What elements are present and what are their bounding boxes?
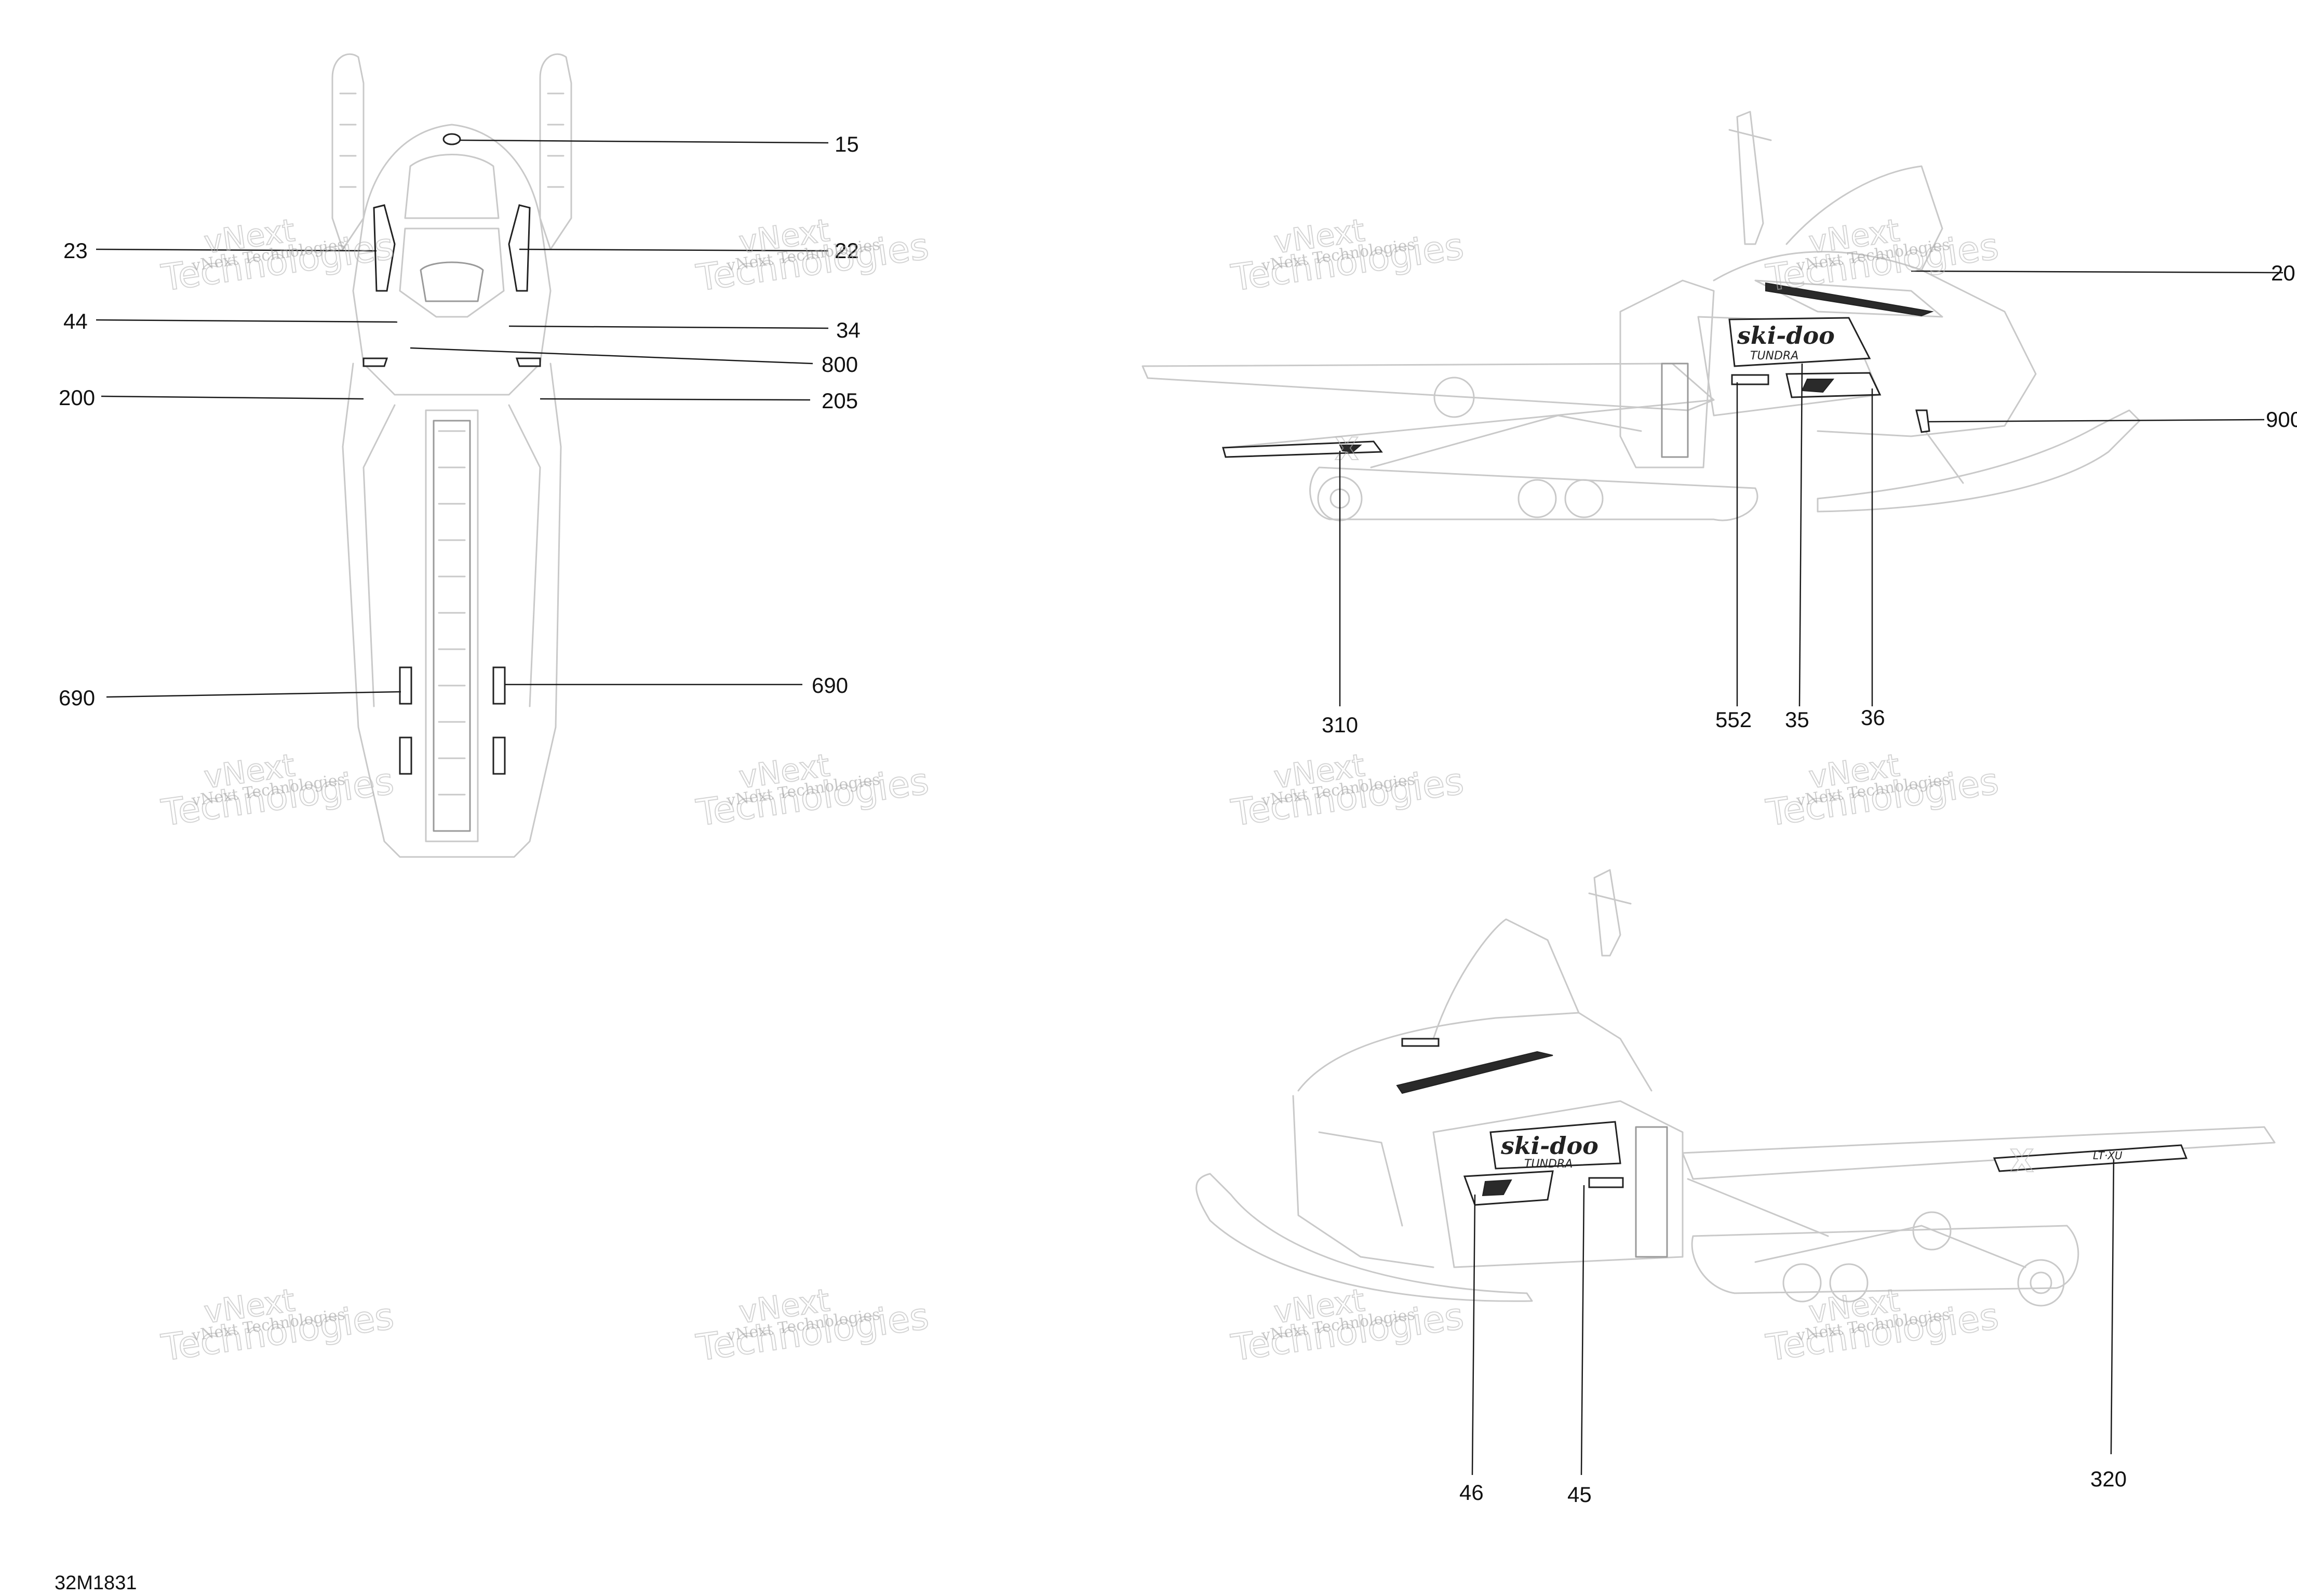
watermark: vNext Technologies vNext Technologies xyxy=(1763,747,2002,835)
callout-552: 552 xyxy=(1715,707,1752,732)
watermark: vNext Technologies vNext Technologies xyxy=(693,212,932,300)
watermark: vNext Technologies vNext Technologies xyxy=(693,747,932,835)
watermark: vNext Technologies vNext Technologies xyxy=(158,747,397,835)
callout-200: 200 xyxy=(59,385,95,410)
callout-320: 320 xyxy=(2090,1467,2127,1491)
callout-44: 44 xyxy=(63,309,88,333)
top-view-snowmobile xyxy=(331,53,572,858)
callout-20: 20 xyxy=(2271,261,2295,285)
watermark: vNext Technologies vNext Technologies xyxy=(158,1282,397,1370)
brand-decal-left: ski-doo xyxy=(1500,1132,1599,1160)
callout-690-left: 690 xyxy=(59,686,95,710)
callout-690-right: 690 xyxy=(812,673,848,698)
diagram-reference-code: 32M1831 xyxy=(55,1572,137,1594)
watermark: vNext Technologies vNext Technologies xyxy=(1763,212,2002,300)
brand-sub-decal-left: TUNDRA xyxy=(1524,1158,1573,1171)
model-badge-left: LT·XU xyxy=(2093,1149,2123,1162)
callout-46: 46 xyxy=(1459,1480,1484,1505)
right-side-view-leaders xyxy=(1339,270,2283,707)
callout-36: 36 xyxy=(1861,705,1885,730)
watermark: vNext Technologies vNext Technologies xyxy=(1228,212,1467,300)
callout-900: 900 xyxy=(2266,407,2297,432)
watermark: vNext Technologies vNext Technologies xyxy=(158,212,397,300)
callout-15: 15 xyxy=(835,132,859,156)
x-logo-left: X xyxy=(2010,1143,2034,1179)
left-side-view-leaders xyxy=(1471,1159,2115,1476)
callout-310: 310 xyxy=(1322,713,1358,737)
right-side-view-snowmobile: X ski-doo TUNDRA xyxy=(1141,111,2141,521)
watermark: vNext Technologies vNext Technologies xyxy=(1763,1282,2002,1370)
callout-800: 800 xyxy=(822,352,858,377)
watermark: vNext Technologies vNext Technologies xyxy=(693,1282,932,1370)
brand-decal-right: ski-doo xyxy=(1737,321,1835,350)
watermark: vNext Technologies vNext Technologies xyxy=(1228,747,1467,835)
left-side-view-snowmobile: ski-doo TUNDRA X LT·XU xyxy=(1195,869,2276,1307)
x-logo-right: X xyxy=(1335,431,1359,467)
callout-45: 45 xyxy=(1567,1482,1592,1507)
callout-205: 205 xyxy=(822,388,858,413)
callout-23: 23 xyxy=(63,238,88,263)
callout-35: 35 xyxy=(1785,707,1809,732)
top-view-leaders xyxy=(96,139,829,698)
brand-sub-decal-right: TUNDRA xyxy=(1750,350,1798,363)
callout-34: 34 xyxy=(836,318,861,342)
callout-22: 22 xyxy=(835,238,859,263)
